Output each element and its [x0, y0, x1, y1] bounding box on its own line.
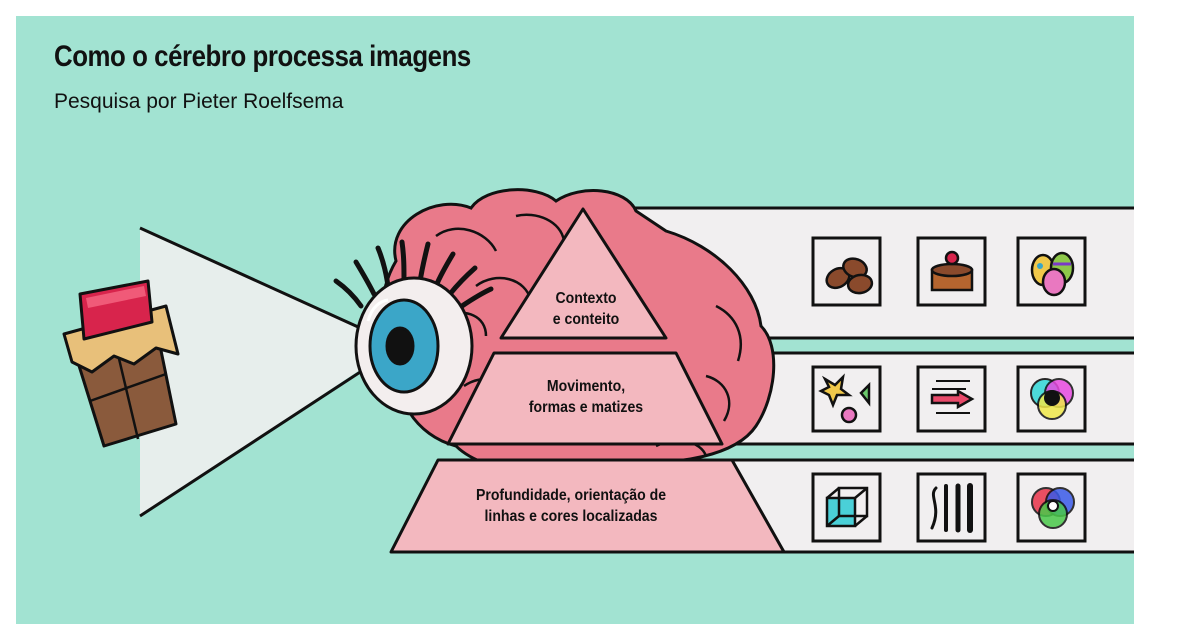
icon-box-rgb-circles	[1016, 472, 1087, 543]
rgb-circles-icon	[1031, 487, 1075, 529]
level-2-label: Movimento, formas e matizes	[494, 376, 679, 418]
illustration-panel: Como o cérebro processa imagens Pesquisa…	[16, 16, 1134, 624]
pyramid-level-3	[389, 458, 786, 554]
chocolate-bar	[62, 279, 180, 448]
icon-box-vertical-lines	[916, 472, 987, 543]
icon-box-moving-arrow	[916, 365, 987, 433]
cube-icon	[825, 486, 869, 528]
icon-box-easter-eggs	[1016, 236, 1087, 307]
shapes-icon	[818, 373, 871, 424]
level-1-label-line2: e conteito	[552, 311, 620, 328]
level-1-label-line1: Contexto	[555, 290, 617, 307]
level-3-label-line1: Profundidade, orientação de	[475, 487, 667, 504]
coffee-beans-icon	[825, 257, 874, 295]
icon-box-cube	[811, 472, 882, 543]
icon-box-cake	[916, 236, 987, 307]
vertical-lines-icon	[930, 483, 973, 533]
icon-box-shapes	[811, 365, 882, 433]
pyramid-level-2	[446, 351, 724, 446]
cake-icon	[930, 250, 974, 292]
icon-box-coffee-beans	[811, 236, 882, 307]
level-3-label: Profundidade, orientação de linhas e cor…	[430, 485, 712, 527]
moving-arrow-icon	[930, 380, 975, 414]
level-2-label-line2: formas e matizes	[528, 399, 644, 416]
page-subtitle: Pesquisa por Pieter Roelfsema	[54, 90, 344, 113]
icon-box-color-wheel	[1016, 365, 1087, 433]
level-1-label: Contexto e conteito	[502, 288, 669, 330]
level-2-label-line1: Movimento,	[546, 378, 626, 395]
pyramid-level-1	[499, 207, 668, 340]
diagram-art	[62, 188, 1134, 554]
page-title: Como o cérebro processa imagens	[54, 40, 471, 73]
level-3-label-line2: linhas e cores localizadas	[484, 508, 658, 525]
easter-eggs-icon	[1030, 251, 1075, 297]
color-wheel-icon	[1030, 378, 1074, 420]
vision-cone	[139, 226, 401, 518]
eye	[333, 239, 494, 416]
pyramid	[389, 207, 786, 554]
